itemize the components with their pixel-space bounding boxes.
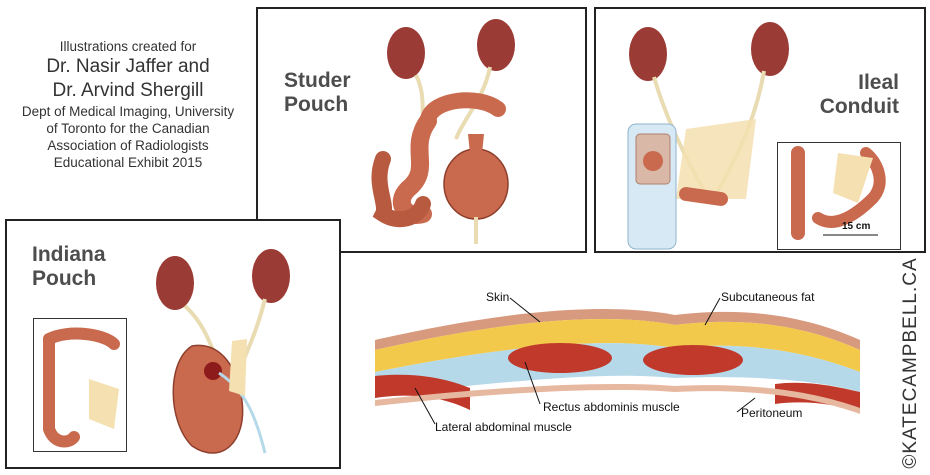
skin-leader bbox=[509, 297, 541, 323]
studer-pouch-reservoir bbox=[443, 148, 509, 220]
left-kidney-icon bbox=[156, 256, 194, 310]
label-lateral-abdominal: Lateral abdominal muscle bbox=[435, 420, 572, 434]
stoma-icon bbox=[643, 151, 663, 171]
title-line: Indiana bbox=[32, 243, 106, 266]
peritoneum-leader bbox=[736, 397, 756, 413]
peritoneum-layer bbox=[375, 383, 860, 414]
credit-line: Association of Radiologists bbox=[47, 138, 209, 153]
label-rectus-abdominis: Rectus abdominis muscle bbox=[543, 400, 680, 414]
indiana-pouch-illustration bbox=[156, 249, 290, 454]
title-line: Pouch bbox=[32, 267, 97, 290]
credit-line: Educational Exhibit 2015 bbox=[53, 155, 203, 170]
indiana-pouch-inset bbox=[33, 318, 127, 452]
studer-pouch-title: Studer Pouch bbox=[284, 69, 351, 117]
pouch-neck bbox=[468, 134, 484, 154]
right-kidney-icon bbox=[477, 19, 515, 71]
label-subcutaneous-fat: Subcutaneous fat bbox=[721, 290, 815, 304]
credit-line: Dept of Medical Imaging, University bbox=[21, 104, 235, 119]
ileal-conduit-illustration bbox=[627, 22, 789, 250]
inset-mesentery bbox=[89, 379, 119, 429]
cross-section-illustration bbox=[375, 297, 860, 425]
ileal-conduit-inset: 15 cm bbox=[777, 142, 901, 250]
credit-doctor: Dr. Arvind Shergill bbox=[52, 80, 204, 101]
inset-mesentery bbox=[833, 153, 873, 203]
label-skin: Skin bbox=[486, 290, 510, 304]
credit-line: of Toronto for the Canadian bbox=[46, 121, 210, 136]
subcutaneous-fat-layer bbox=[375, 319, 860, 372]
ileal-conduit-panel: Ileal Conduit 15 cm bbox=[594, 7, 926, 253]
credit-doctor: Dr. Nasir Jaffer and bbox=[46, 56, 210, 77]
credit-block: Illustrations created for Dr. Nasir Jaff… bbox=[8, 38, 248, 171]
indiana-pouch-reservoir bbox=[172, 344, 244, 454]
title-line: Ileal bbox=[858, 71, 899, 94]
stoma-icon bbox=[204, 362, 222, 380]
left-kidney-icon bbox=[629, 27, 667, 81]
ileal-limb bbox=[420, 92, 506, 127]
mesentery bbox=[676, 119, 756, 199]
indiana-pouch-title: Indiana Pouch bbox=[32, 243, 106, 291]
rectus-muscle-right bbox=[643, 345, 743, 375]
rectus-leader bbox=[524, 361, 541, 405]
title-line: Studer bbox=[284, 69, 351, 92]
ascending-colon bbox=[43, 333, 80, 448]
right-kidney-icon bbox=[252, 249, 290, 303]
lateral-leader bbox=[414, 387, 436, 425]
indiana-inset-illustration bbox=[43, 327, 120, 448]
right-kidney-icon bbox=[751, 22, 789, 76]
skin-layer bbox=[375, 309, 860, 350]
fat-leader bbox=[704, 297, 721, 326]
lateral-muscle-left bbox=[375, 374, 470, 410]
ileal-conduit-title: Ileal Conduit bbox=[820, 71, 899, 119]
abdominal-wall-cross-section: Skin Subcutaneous fat Rectus abdominis m… bbox=[375, 280, 860, 455]
catheter bbox=[218, 371, 267, 454]
ileal-inset-illustration bbox=[791, 146, 886, 240]
conduit-loop bbox=[812, 147, 886, 228]
mesentery bbox=[229, 339, 247, 396]
studer-pouch-panel: Studer Pouch bbox=[256, 7, 587, 253]
studer-pouch-illustration bbox=[371, 19, 515, 244]
indiana-pouch-panel: Indiana Pouch bbox=[5, 219, 341, 469]
title-line: Pouch bbox=[284, 93, 349, 116]
left-kidney-icon bbox=[387, 27, 425, 79]
label-peritoneum: Peritoneum bbox=[741, 406, 803, 420]
copyright-watermark: ©KATECAMPBELL.CA bbox=[898, 257, 924, 469]
rectus-muscle-left bbox=[508, 343, 612, 373]
title-line: Conduit bbox=[819, 95, 899, 118]
bowel-loops bbox=[371, 151, 431, 228]
measure-label: 15 cm bbox=[842, 221, 871, 232]
ileal-conduit-segment bbox=[679, 187, 728, 206]
colon-segment bbox=[43, 327, 120, 350]
watermark-text: ©KATECAMPBELL.CA bbox=[900, 257, 921, 469]
credit-line: Illustrations created for bbox=[59, 39, 197, 54]
